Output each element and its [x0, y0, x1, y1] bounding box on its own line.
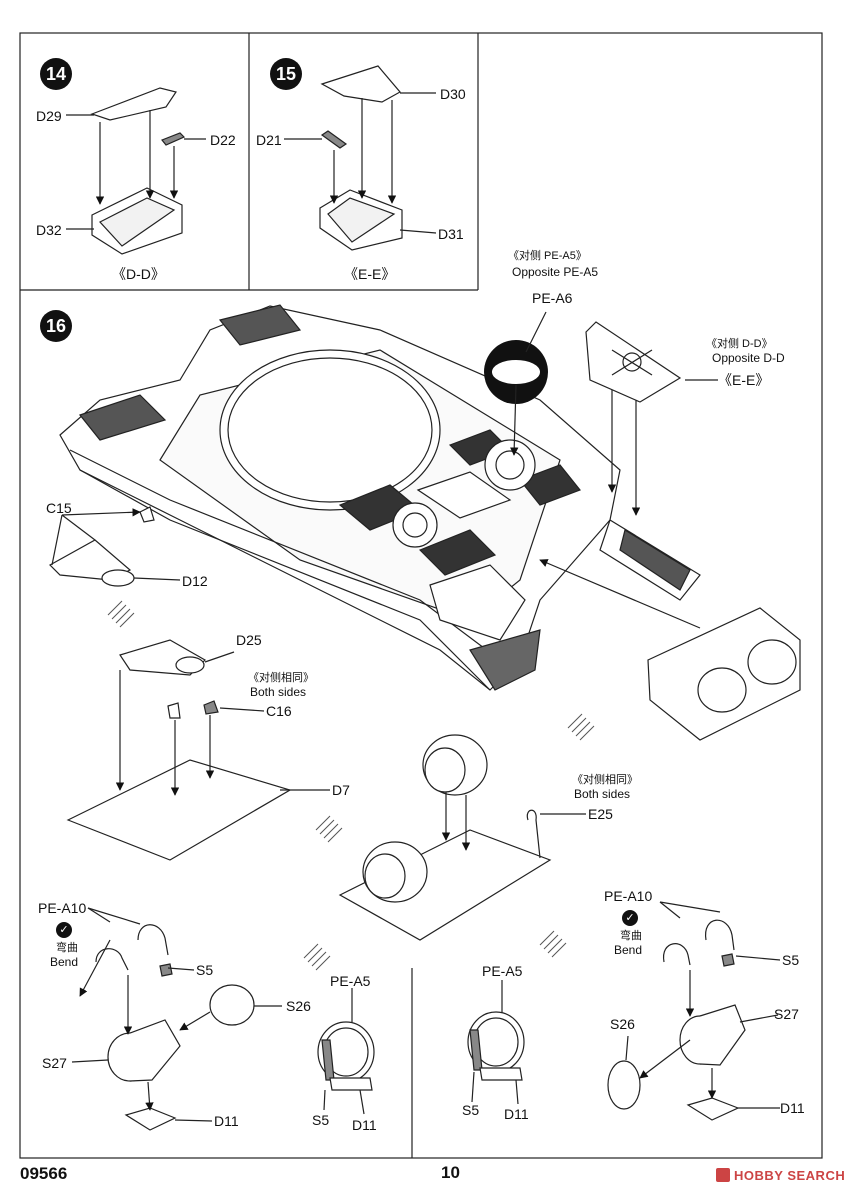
label-d29: D29: [36, 108, 62, 124]
step15-drawing: [284, 65, 437, 251]
label-e-e: 《E-E》: [718, 372, 770, 388]
label-d12: D12: [182, 573, 208, 589]
label-s27-left: S27: [42, 1055, 67, 1071]
right-drum-cluster: [607, 901, 781, 1121]
step-14-badge: 14: [40, 58, 72, 90]
label-d7: D7: [332, 782, 350, 798]
c15-d12-bracket: [49, 506, 181, 587]
hull-drawing: [59, 304, 701, 691]
label-d22: D22: [210, 132, 236, 148]
ee-part-drawing: [585, 321, 718, 516]
label-d11-mid-right: D11: [504, 1106, 529, 1122]
label-s26-left: S26: [286, 998, 311, 1014]
label-d11-right: D11: [780, 1100, 805, 1116]
drum-side-panel: [539, 559, 801, 741]
label-d32: D32: [36, 222, 62, 238]
pe-a6-ring: [484, 311, 548, 456]
hatch-marks: [107, 600, 595, 971]
watermark-brand: HOBBY SEARCH: [716, 1168, 845, 1183]
product-code: 09566: [20, 1164, 68, 1183]
step-16-badge: 16: [40, 310, 72, 342]
label-pe-a6: PE-A6: [532, 290, 573, 306]
label-s5-right: S5: [782, 952, 800, 968]
label-pe-a5-mid-right: PE-A5: [482, 963, 523, 979]
label-opposite-pe-a5-cn: 《对侧 PE-A5》: [508, 250, 587, 262]
brand-text: HOBBY SEARCH: [734, 1168, 846, 1183]
label-both-sides-cn-2: 《对侧相同》: [572, 774, 638, 786]
label-both-sides-1: Both sides: [250, 685, 307, 699]
mid-right-ring: [467, 980, 525, 1105]
label-e25: E25: [588, 806, 613, 822]
panel-frames: [19, 32, 823, 1159]
label-both-sides-2: Both sides: [574, 787, 631, 801]
label-c15: C15: [46, 500, 72, 516]
label-pe-a10-right: PE-A10: [604, 888, 653, 904]
label-bend-right: Bend: [614, 943, 643, 957]
brand-logo-icon: [716, 1168, 730, 1182]
mid-left-ring: [317, 988, 375, 1115]
bend-icon-right: ✓: [622, 910, 638, 926]
label-bend-cn-left: 弯曲: [56, 942, 78, 954]
label-s26-right: S26: [610, 1016, 635, 1032]
label-pe-a5-mid-left: PE-A5: [330, 973, 371, 989]
d7-plate: [66, 639, 330, 861]
label-d11-mid-left: D11: [352, 1117, 377, 1133]
caption-d-d: 《D-D》: [112, 266, 165, 282]
caption-e-e: 《E-E》: [344, 266, 396, 282]
label-both-sides-cn-1: 《对侧相同》: [248, 672, 314, 684]
drum-plate: [338, 734, 586, 941]
label-d30: D30: [440, 86, 466, 102]
label-bend-cn-right: 弯曲: [620, 930, 642, 942]
label-bend-left: Bend: [50, 955, 79, 969]
step14-drawing: [66, 87, 206, 255]
label-d31: D31: [438, 226, 464, 242]
label-opposite-pe-a5: Opposite PE-A5: [512, 265, 599, 279]
label-s27-right: S27: [774, 1006, 799, 1022]
label-d11-left: D11: [214, 1113, 239, 1129]
label-c16: C16: [266, 703, 292, 719]
label-d25: D25: [236, 632, 262, 648]
step-15-badge: 15: [270, 58, 302, 90]
bend-icon-left: ✓: [56, 922, 72, 938]
label-s5-left: S5: [196, 962, 214, 978]
label-opposite-d-d-cn: 《对侧 D-D》: [706, 338, 773, 350]
label-pe-a10-left: PE-A10: [38, 900, 87, 916]
label-d21: D21: [256, 132, 282, 148]
label-opposite-d-d: Opposite D-D: [712, 351, 785, 365]
left-drum-cluster: [71, 907, 282, 1131]
label-s5-mid-left: S5: [312, 1112, 330, 1128]
label-s5-mid-right: S5: [462, 1102, 480, 1118]
page-number: 10: [441, 1163, 460, 1182]
